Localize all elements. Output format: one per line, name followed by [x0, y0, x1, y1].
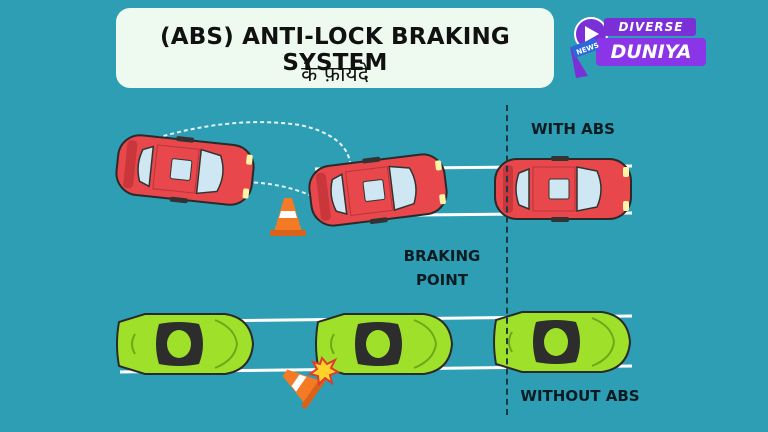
logo-bottom-text: DUNIYA	[610, 41, 692, 63]
microphone-logo-icon	[570, 17, 706, 78]
green-car-icon	[116, 313, 254, 375]
red-car-icon	[494, 155, 632, 223]
red-car-icon	[305, 147, 451, 233]
crash-spark-icon	[307, 355, 341, 387]
traffic-cone-icon	[270, 198, 306, 236]
braking-point-label-line2: POINT	[415, 271, 469, 289]
logo-top-text: DIVERSE	[618, 20, 684, 34]
skid-path	[149, 121, 351, 163]
green-car-icon	[493, 311, 631, 373]
red-car-icon	[112, 129, 258, 211]
title-box: (ABS) ANTI-LOCK BRAKING SYSTEM के फ़ायदे	[116, 8, 554, 88]
without-abs-label: WITHOUT ABS	[520, 387, 640, 405]
green-car-icon	[315, 313, 453, 375]
title-heading: (ABS) ANTI-LOCK BRAKING SYSTEM	[159, 24, 510, 76]
braking-point-label-line1: BRAKING	[403, 247, 481, 265]
with-abs-label: WITH ABS	[531, 120, 615, 138]
title-subheading: के फ़ायदे	[301, 62, 369, 86]
braking-point-divider	[506, 105, 508, 415]
